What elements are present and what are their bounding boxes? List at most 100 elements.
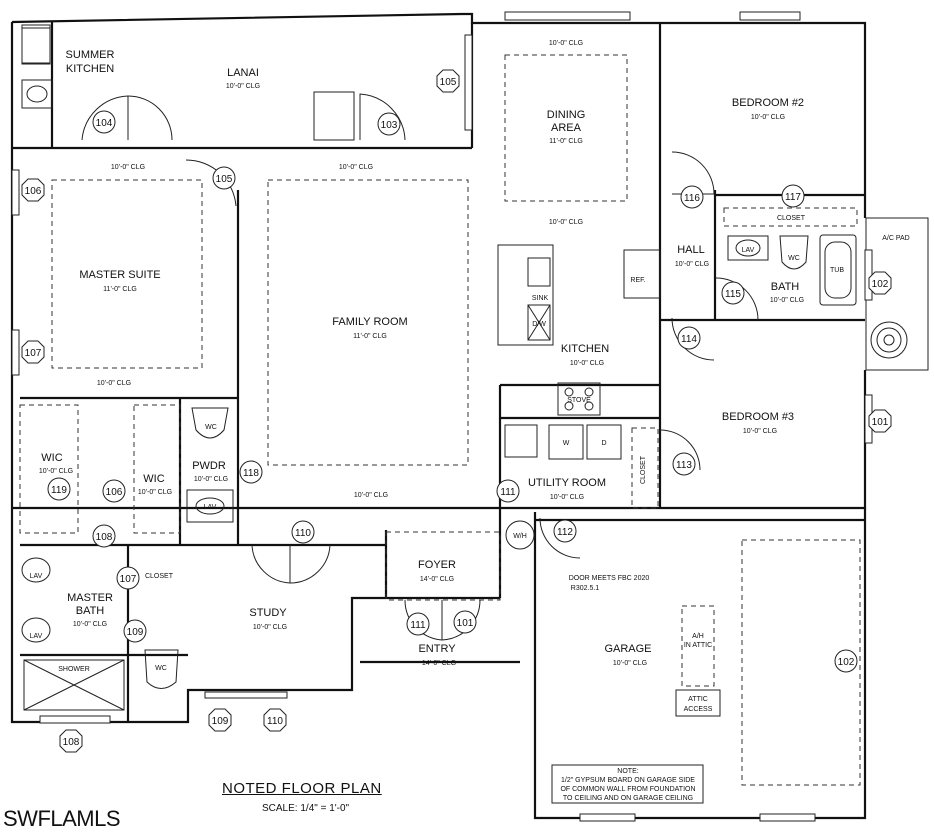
lanai-label: LANAI <box>227 67 259 79</box>
study-label: STUDY <box>249 607 287 619</box>
master-bath-clg: 10'-0" CLG <box>73 621 107 628</box>
washer-label: W <box>563 440 570 447</box>
bath-lav-label: LAV <box>742 247 755 254</box>
tag-114: 114 <box>681 334 697 345</box>
master-suite-clg: 11'-0" CLG <box>103 286 137 293</box>
pwdr-lav-label: LAV <box>204 504 217 511</box>
tag-109-window: 109 <box>212 716 229 727</box>
tag-105-window: 105 <box>440 77 457 88</box>
pwdr-label: PWDR <box>192 460 226 472</box>
dw-label: D/W <box>532 321 546 328</box>
element-tags: 104 103 105 105 106 107 116 117 115 114 … <box>21 69 892 753</box>
watermark-logo: SWFLAMLS <box>3 806 121 831</box>
mb-lav1-label: LAV <box>30 573 43 580</box>
tag-109-door: 109 <box>127 627 144 638</box>
dryer-label: D <box>601 440 606 447</box>
tag-103: 103 <box>381 120 398 131</box>
tag-110-door: 110 <box>295 528 311 539</box>
garage-label: GARAGE <box>604 643 651 655</box>
bath-label: BATH <box>771 281 800 293</box>
ac-pad-label: A/C PAD <box>882 235 910 242</box>
family-room-label: FAMILY ROOM <box>332 316 407 328</box>
dining-clg: 11'-0" CLG <box>549 138 583 145</box>
dining-bottom-clg: 10'-0" CLG <box>549 219 583 226</box>
foyer-label: FOYER <box>418 559 456 571</box>
utility-clg: 10'-0" CLG <box>550 494 584 501</box>
ceiling-trays <box>19 54 861 786</box>
tag-105-door: 105 <box>216 174 233 185</box>
tag-107-door: 107 <box>120 574 137 585</box>
tag-101-window: 101 <box>872 417 889 428</box>
tag-117: 117 <box>785 192 801 203</box>
attic-label-1: ATTIC <box>688 696 708 703</box>
tub-label: TUB <box>830 267 844 274</box>
mb-wc-label: WC <box>155 665 167 672</box>
shower-label: SHOWER <box>58 666 90 673</box>
bath-wc-label: WC <box>788 255 800 262</box>
ah-label-1: A/H <box>692 633 704 640</box>
tag-111-entry: 111 <box>410 620 426 631</box>
summer-kitchen-label-2: KITCHEN <box>66 63 114 75</box>
summer-kitchen-label-1: SUMMER <box>66 49 115 61</box>
plan-title: NOTED FLOOR PLAN <box>222 780 382 797</box>
tag-118: 118 <box>243 468 259 479</box>
attic-label-2: ACCESS <box>684 706 713 713</box>
door-note-2: R302.5.1 <box>571 585 600 592</box>
gyp-note-3: OF COMMON WALL FROM FOUNDATION <box>560 786 695 793</box>
entry-clg: 14'-0" CLG <box>422 660 456 667</box>
hall-clg: 10'-0" CLG <box>675 261 709 268</box>
dining-label-1: DINING <box>547 109 586 121</box>
wic2-label: WIC <box>143 473 164 485</box>
closet-top-label: CLOSET <box>777 215 806 222</box>
pwdr-wc-label: WC <box>205 424 217 431</box>
fr-bottom-clg: 10'-0" CLG <box>354 492 388 499</box>
tag-107-window: 107 <box>25 348 42 359</box>
utility-label: UTILITY ROOM <box>528 477 606 489</box>
door-note-1: DOOR MEETS FBC 2020 <box>569 575 650 582</box>
gyp-note-4: TO CEILING AND ON GARAGE CEILING <box>563 795 693 802</box>
wh-label: W/H <box>513 533 527 540</box>
tag-106-door: 106 <box>106 487 123 498</box>
tag-112: 112 <box>557 527 573 538</box>
tag-108-door: 108 <box>96 532 113 543</box>
tag-113: 113 <box>676 460 692 471</box>
stove-label: STOVE <box>567 397 591 404</box>
closet-bed3-label: CLOSET <box>640 455 647 484</box>
bedroom3-clg: 10'-0" CLG <box>743 428 777 435</box>
ref-label: REF. <box>630 277 645 284</box>
dining-label-2: AREA <box>551 122 582 134</box>
tag-111-door: 111 <box>500 487 516 498</box>
tag-104: 104 <box>96 118 113 129</box>
ms-top-clg: 10'-0" CLG <box>111 164 145 171</box>
foyer-clg: 14'-0" CLG <box>420 576 454 583</box>
kitchen-label: KITCHEN <box>561 343 609 355</box>
master-suite-label: MASTER SUITE <box>79 269 160 281</box>
fr-top-clg: 10'-0" CLG <box>339 164 373 171</box>
pwdr-clg: 10'-0" CLG <box>194 476 228 483</box>
family-room-clg: 11'-0" CLG <box>353 333 387 340</box>
kitchen-clg: 10'-0" CLG <box>570 360 604 367</box>
room-labels: SUMMER KITCHEN LANAI 10'-0" CLG 10'-0" C… <box>30 40 844 804</box>
bedroom2-clg: 10'-0" CLG <box>751 114 785 121</box>
bedroom3-label: BEDROOM #3 <box>722 411 794 423</box>
mb-lav2-label: LAV <box>30 633 43 640</box>
bath-clg: 10'-0" CLG <box>770 297 804 304</box>
master-bath-label-2: BATH <box>76 605 105 617</box>
master-bath-label-1: MASTER <box>67 592 113 604</box>
bedroom2-label: BEDROOM #2 <box>732 97 804 109</box>
plan-scale: SCALE: 1/4" = 1'-0" <box>262 803 350 814</box>
dining-top-clg: 10'-0" CLG <box>549 40 583 47</box>
gyp-note-1: NOTE: <box>617 768 638 775</box>
tag-102-window: 102 <box>872 279 889 290</box>
entry-label: ENTRY <box>418 643 456 655</box>
wic1-label: WIC <box>41 452 62 464</box>
ms-bottom-clg: 10'-0" CLG <box>97 380 131 387</box>
wic2-clg: 10'-0" CLG <box>138 489 172 496</box>
hall-label: HALL <box>677 244 705 256</box>
gyp-note-2: 1/2" GYPSUM BOARD ON GARAGE SIDE <box>561 777 695 784</box>
tag-115: 115 <box>725 289 741 300</box>
study-clg: 10'-0" CLG <box>253 624 287 631</box>
lanai-clg: 10'-0" CLG <box>226 83 260 90</box>
sink-label: SINK <box>532 295 549 302</box>
